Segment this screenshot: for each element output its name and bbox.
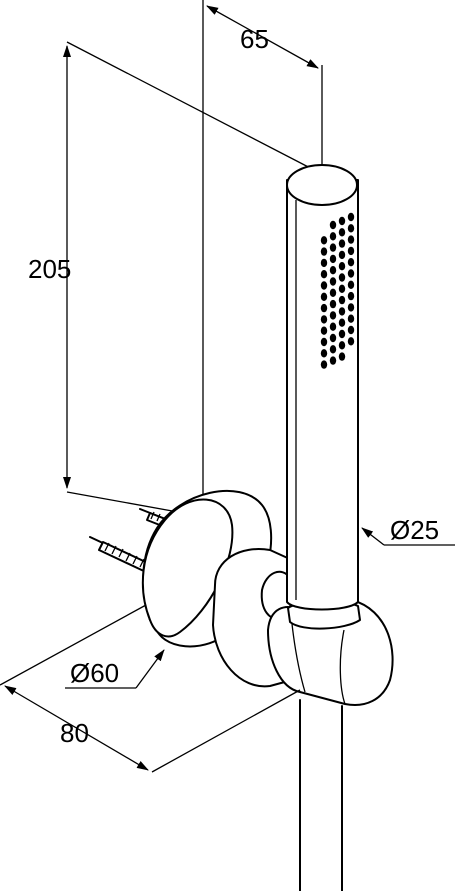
nozzle — [338, 284, 346, 293]
nozzle — [347, 212, 355, 222]
nozzle — [338, 273, 346, 282]
nozzle — [320, 292, 328, 301]
nozzle — [347, 291, 355, 301]
hand-shower-top-cap — [286, 164, 358, 206]
nozzle — [338, 250, 346, 260]
extension-line-wall — [0, 604, 147, 686]
nozzle — [329, 254, 337, 264]
nozzle — [329, 322, 337, 331]
nozzle — [329, 288, 337, 297]
nozzle — [329, 311, 337, 320]
leader-line-25 — [361, 527, 385, 546]
nozzle — [347, 280, 355, 289]
nozzle — [320, 303, 328, 313]
extension-line-holder — [151, 689, 301, 773]
nozzle — [338, 295, 346, 305]
nozzle — [347, 337, 355, 346]
shower-hose — [299, 699, 343, 891]
nozzle — [338, 228, 346, 237]
nozzle — [320, 315, 328, 324]
nozzle — [338, 239, 346, 248]
nozzle — [329, 299, 337, 309]
dimension-label-80: 80 — [60, 718, 89, 748]
dimension-80: 80 — [0, 604, 301, 773]
nozzle — [320, 326, 328, 335]
nozzle — [320, 349, 328, 358]
rosette-face — [141, 498, 234, 638]
dimension-diameter-60: Ø60 — [65, 649, 165, 689]
nozzle — [329, 232, 337, 241]
extension-line-top — [66, 41, 319, 173]
nozzle — [320, 236, 328, 245]
nozzle — [347, 235, 355, 244]
nozzle — [329, 266, 337, 275]
nozzle — [329, 277, 337, 286]
dimension-line-65 — [206, 5, 319, 69]
nozzle — [329, 243, 337, 252]
nozzle — [320, 337, 328, 347]
dimension-205: 205 — [28, 41, 319, 517]
dimension-label-205: 205 — [28, 254, 71, 284]
nozzle — [347, 258, 355, 267]
nozzle — [338, 216, 346, 226]
dimension-label-60: Ø60 — [70, 658, 119, 688]
shower-holder — [267, 599, 394, 706]
nozzle — [338, 329, 346, 339]
nozzle — [329, 356, 337, 365]
dimension-label-65: 65 — [240, 24, 269, 54]
nozzle — [329, 220, 337, 230]
nozzle — [338, 307, 346, 316]
nozzle-grid — [320, 212, 355, 369]
nozzle — [329, 345, 337, 354]
nozzle — [320, 258, 328, 268]
nozzle — [347, 246, 355, 256]
screw-lower — [89, 536, 153, 574]
nozzle — [320, 270, 328, 279]
nozzle — [347, 303, 355, 312]
hand-shower-body — [286, 179, 359, 611]
nozzle — [347, 325, 355, 335]
nozzle — [338, 262, 346, 271]
nozzle — [338, 318, 346, 327]
dimension-65: 65 — [202, 0, 323, 495]
dimension-diameter-25: Ø25 — [361, 515, 455, 546]
hand-shower — [286, 164, 359, 611]
nozzle — [320, 281, 328, 290]
dimension-line-80 — [4, 685, 149, 771]
nozzle — [320, 360, 328, 369]
nozzle — [347, 314, 355, 323]
nozzle — [320, 247, 328, 256]
dimension-label-25: Ø25 — [390, 515, 439, 545]
nozzle — [347, 224, 355, 233]
nozzle — [347, 269, 355, 278]
nozzle — [338, 352, 346, 361]
nozzle — [338, 341, 346, 350]
leader-line-60 — [135, 649, 165, 689]
nozzle — [329, 333, 337, 343]
